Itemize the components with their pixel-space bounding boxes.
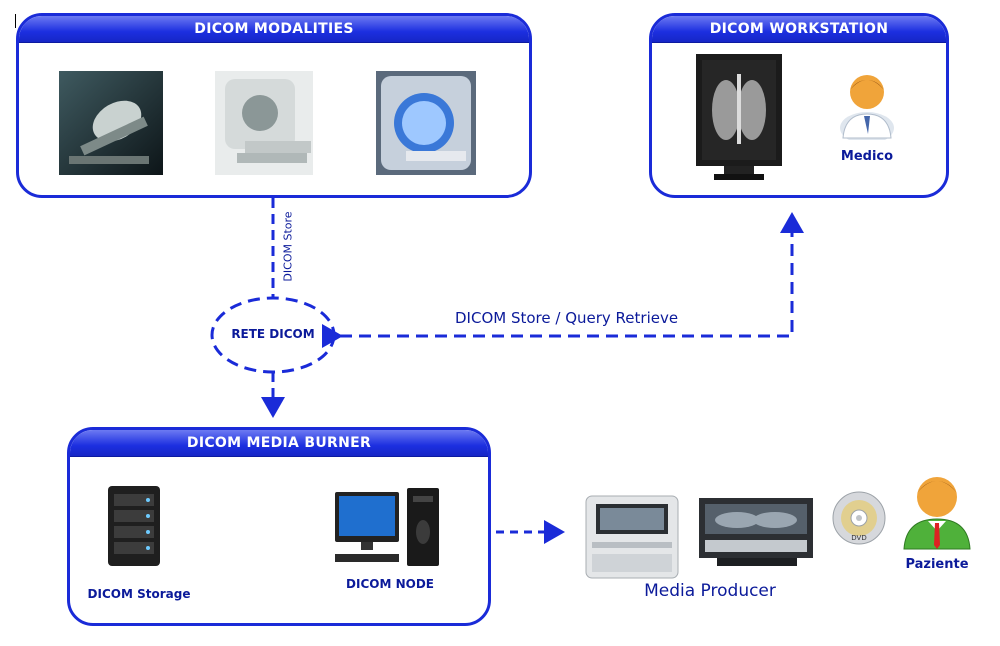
media-producer-label: Media Producer (644, 581, 776, 601)
burner-panel: DICOM MEDIA BURNER DICOM Storage DICOM N… (67, 427, 491, 626)
text-cursor (15, 14, 16, 28)
disc-publisher-image (582, 494, 682, 580)
storage-label: DICOM Storage (87, 587, 191, 601)
burner-title: DICOM MEDIA BURNER (70, 430, 488, 457)
dvd-disc-icon: DVD (831, 490, 887, 546)
modalities-title: DICOM MODALITIES (19, 16, 529, 43)
disc-robot-image (697, 496, 815, 570)
query-retrieve-label: DICOM Store / Query Retrieve (455, 309, 679, 327)
ct-scanner-image (215, 71, 313, 175)
mri-scanner-image (376, 71, 476, 175)
node-label: DICOM NODE (346, 577, 434, 591)
dvd-disc-text: DVD (851, 534, 866, 542)
patient-icon (896, 471, 978, 551)
network-label: RETE DICOM (231, 327, 315, 341)
workstation-panel: DICOM WORKSTATION Medico (649, 13, 949, 198)
workstation-title: DICOM WORKSTATION (652, 16, 946, 43)
xray-machine-image (59, 71, 163, 175)
workstation-link (322, 212, 804, 348)
doctor-icon (837, 68, 897, 144)
modalities-panel: DICOM MODALITIES (16, 13, 532, 198)
dicom-node-image (335, 488, 441, 570)
patient-label: Paziente (905, 557, 969, 572)
xray-monitor-image (694, 54, 784, 184)
dicom-store-label: DICOM Store (281, 211, 295, 282)
doctor-label: Medico (840, 149, 894, 164)
storage-server-image (104, 486, 164, 568)
